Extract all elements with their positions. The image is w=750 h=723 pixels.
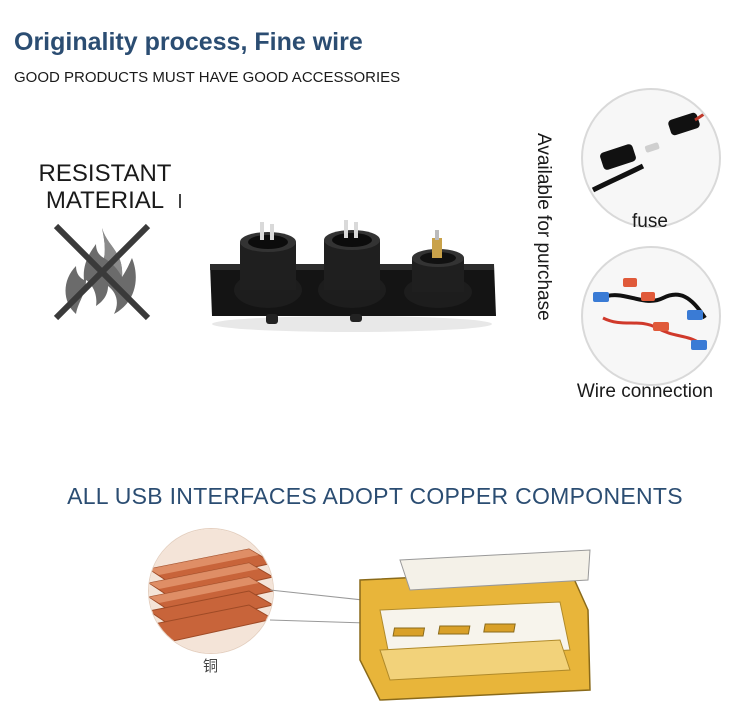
page-subtitle: GOOD PRODUCTS MUST HAVE GOOD ACCESSORIES <box>14 69 401 86</box>
separator-tick <box>179 194 181 208</box>
copper-caption: 铜 <box>203 658 219 675</box>
usb-connector-drawing <box>269 540 600 715</box>
page-title: Originality process, Fine wire <box>14 28 363 56</box>
resistant-line-1: RESISTANT <box>38 160 172 187</box>
copper-sheets-photo <box>148 528 274 654</box>
resistant-line-2: MATERIAL <box>45 187 165 214</box>
usb-housing <box>359 549 591 701</box>
wire-connection-label: Wire connection <box>576 381 714 402</box>
no-fire-icon <box>52 222 152 327</box>
fuse-label: fuse <box>632 211 668 232</box>
resistant-material-label: RESISTANT MATERIAL <box>30 160 181 214</box>
wire-connection-photo <box>581 246 721 386</box>
usb-socket-left <box>234 222 302 308</box>
available-for-purchase-text: Available for purchase <box>533 133 554 321</box>
usb-section-heading: ALL USB INTERFACES ADOPT COPPER COMPONEN… <box>67 483 683 509</box>
voltmeter-socket-right <box>404 230 472 308</box>
usb-socket-middle <box>318 220 386 308</box>
socket-panel-photo <box>204 212 500 341</box>
fuse-photo <box>581 88 721 228</box>
